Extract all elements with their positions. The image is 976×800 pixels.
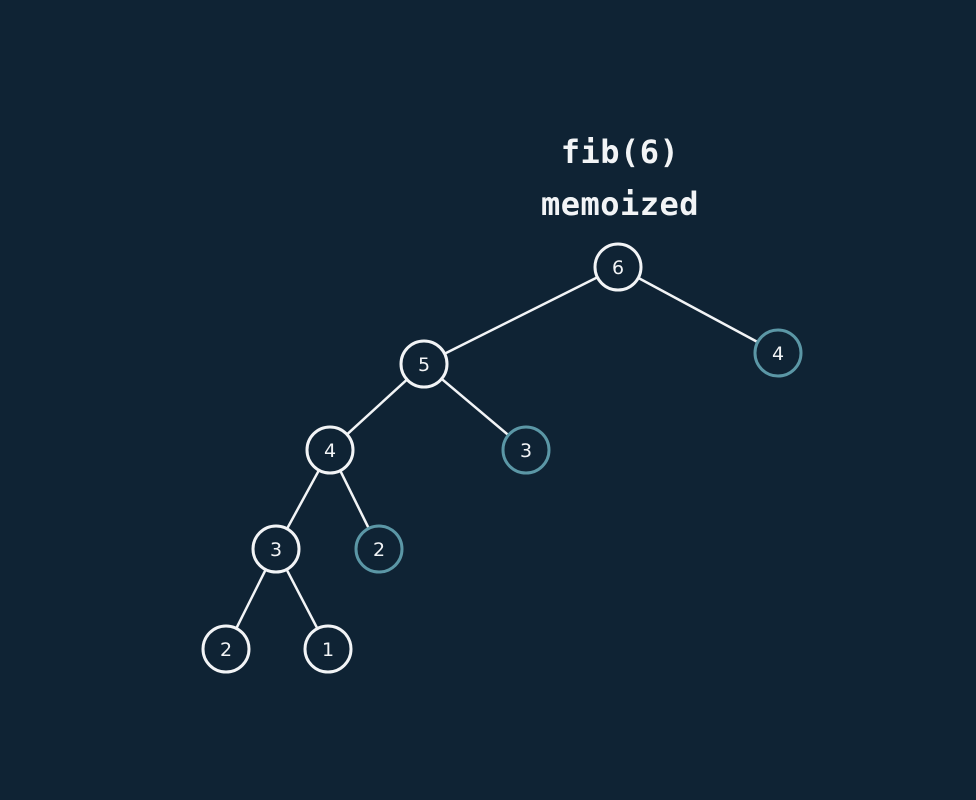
title-memoized-label: memoized (540, 185, 700, 223)
tree-node: 6 (593, 242, 643, 292)
node-circle (201, 624, 251, 674)
tree-edge (235, 569, 267, 629)
node-label: 4 (324, 440, 336, 462)
tree-node: 3 (251, 524, 301, 574)
title-function-call: fib(6) (560, 133, 680, 171)
node-label: 4 (772, 343, 784, 365)
node-label: 2 (373, 539, 385, 561)
tree-edge (339, 470, 370, 529)
tree-node: 4 (305, 425, 355, 475)
tree-edge (285, 568, 319, 630)
diagram-title: fib(6) memoized (470, 126, 770, 230)
node-label: 2 (220, 639, 232, 661)
tree-node-memoized: 2 (354, 524, 404, 574)
node-circle (354, 524, 404, 574)
tree-node: 2 (201, 624, 251, 674)
tree-node-memoized: 3 (501, 425, 551, 475)
tree-edge (285, 469, 321, 530)
node-circle (753, 328, 803, 378)
node-label: 3 (520, 440, 532, 462)
tree-node-memoized: 4 (753, 328, 803, 378)
node-label: 6 (612, 257, 624, 279)
node-circle (501, 425, 551, 475)
node-circle (303, 624, 353, 674)
node-circle (305, 425, 355, 475)
tree-edge (444, 276, 598, 355)
tree-edge (637, 276, 759, 344)
node-label: 3 (270, 539, 282, 561)
node-circle (399, 339, 449, 389)
tree-node: 1 (303, 624, 353, 674)
tree-node: 5 (399, 339, 449, 389)
node-circle (251, 524, 301, 574)
node-label: 5 (418, 354, 430, 376)
tree-edges (235, 276, 759, 630)
tree-nodes: 6 5 4 4 3 3 2 2 1 (201, 242, 803, 674)
node-label: 1 (322, 639, 334, 661)
tree-edge (346, 378, 408, 436)
node-circle (593, 242, 643, 292)
tree-edge (440, 377, 510, 437)
